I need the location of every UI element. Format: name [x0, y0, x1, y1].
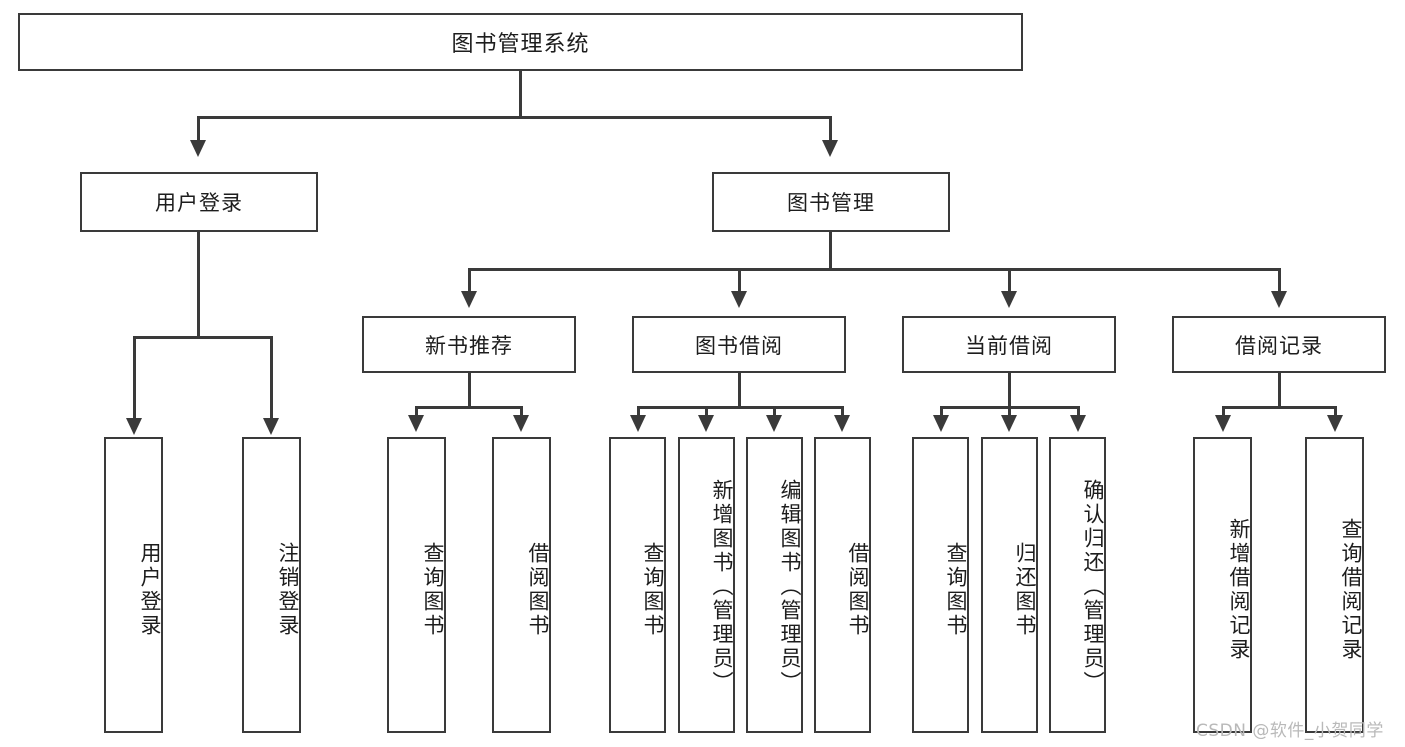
edge-book-mgmt-to-new-book: [468, 268, 471, 292]
node-current-borrow[interactable]: 当前借阅: [902, 316, 1116, 373]
arrow-user-login-to-login: [126, 418, 142, 435]
leaf-current-borrow-confirm[interactable]: 确认归还（管理员）: [1049, 437, 1106, 733]
node-label: 查询图书: [421, 542, 445, 638]
arrow-user-login-to-logout: [263, 418, 279, 435]
node-label: 借阅图书: [526, 542, 550, 638]
arrow-book-mgmt-to-current: [1001, 291, 1017, 308]
node-label: 图书管理系统: [451, 32, 590, 57]
node-label: 新书推荐: [425, 333, 513, 358]
arrow-book-borrow-to-add: [698, 415, 714, 432]
edge-book-borrow-to-edit: [773, 406, 776, 418]
node-label: 确认归还（管理员）: [1081, 479, 1105, 695]
edge-user-login-to-login: [133, 336, 136, 421]
edge-book-mgmt-stem: [829, 232, 832, 269]
arrow-borrow-record-to-query: [1327, 415, 1343, 432]
edge-current-borrow-to-query: [940, 406, 943, 418]
node-new-book-recommend[interactable]: 新书推荐: [362, 316, 576, 373]
edge-book-borrow-to-query: [637, 406, 640, 418]
arrow-book-mgmt-to-new-book: [461, 291, 477, 308]
leaf-current-borrow-return[interactable]: 归还图书: [981, 437, 1038, 733]
edge-book-mgmt-bus: [468, 268, 1280, 271]
arrow-current-borrow-to-return: [1001, 415, 1017, 432]
arrow-root-to-book-mgmt: [822, 140, 838, 157]
edge-new-book-to-borrow: [520, 406, 523, 418]
edge-book-mgmt-to-record: [1278, 268, 1281, 292]
node-label: 查询借阅记录: [1339, 518, 1363, 662]
edge-current-borrow-stem: [1008, 373, 1011, 407]
edge-user-login-bus: [133, 336, 272, 339]
leaf-borrow-record-add[interactable]: 新增借阅记录: [1193, 437, 1252, 733]
node-borrow-record[interactable]: 借阅记录: [1172, 316, 1386, 373]
edge-new-book-to-query: [415, 406, 418, 418]
arrow-book-borrow-to-query: [630, 415, 646, 432]
edge-borrow-record-to-add: [1222, 406, 1225, 418]
edge-root-stem: [519, 71, 522, 117]
edge-book-mgmt-to-borrow: [738, 268, 741, 292]
node-label: 图书借阅: [695, 333, 783, 358]
node-label: 借阅图书: [846, 542, 870, 638]
edge-root-to-book-mgmt: [829, 116, 832, 143]
edge-root-to-user-login: [197, 116, 200, 143]
arrow-current-borrow-to-confirm: [1070, 415, 1086, 432]
node-label: 借阅记录: [1235, 333, 1323, 358]
leaf-new-book-borrow[interactable]: 借阅图书: [492, 437, 551, 733]
watermark-text: CSDN @软件_小贺同学: [1196, 721, 1384, 741]
node-label: 新增图书（管理员）: [710, 479, 734, 695]
arrow-new-book-to-borrow: [513, 415, 529, 432]
edge-book-borrow-to-add: [705, 406, 708, 418]
node-label: 注销登录: [276, 542, 300, 638]
leaf-new-book-query[interactable]: 查询图书: [387, 437, 446, 733]
leaf-borrow-record-query[interactable]: 查询借阅记录: [1305, 437, 1364, 733]
edge-root-bus: [197, 116, 831, 119]
edge-borrow-record-stem: [1278, 373, 1281, 407]
node-label: 当前借阅: [965, 333, 1053, 358]
arrow-borrow-record-to-add: [1215, 415, 1231, 432]
node-user-login[interactable]: 用户登录: [80, 172, 318, 232]
edge-user-login-to-logout: [270, 336, 273, 421]
node-book-management[interactable]: 图书管理: [712, 172, 950, 232]
node-label: 用户登录: [138, 542, 162, 638]
node-root-system[interactable]: 图书管理系统: [18, 13, 1023, 71]
leaf-book-borrow-lend[interactable]: 借阅图书: [814, 437, 871, 733]
arrow-book-borrow-to-edit: [766, 415, 782, 432]
node-label: 图书管理: [787, 191, 875, 215]
node-label: 编辑图书（管理员）: [778, 479, 802, 695]
edge-new-book-stem: [468, 373, 471, 407]
edge-book-borrow-stem: [738, 373, 741, 407]
edge-current-borrow-to-confirm: [1077, 406, 1080, 418]
node-book-borrow[interactable]: 图书借阅: [632, 316, 846, 373]
node-label: 查询图书: [641, 542, 665, 638]
edge-current-borrow-to-return: [1008, 406, 1011, 418]
edge-book-borrow-to-lend: [841, 406, 844, 418]
leaf-current-borrow-query[interactable]: 查询图书: [912, 437, 969, 733]
arrow-book-borrow-to-lend: [834, 415, 850, 432]
leaf-logout-login[interactable]: 注销登录: [242, 437, 301, 733]
leaf-user-login[interactable]: 用户登录: [104, 437, 163, 733]
leaf-book-borrow-query[interactable]: 查询图书: [609, 437, 666, 733]
arrow-root-to-user-login: [190, 140, 206, 157]
arrow-book-mgmt-to-borrow: [731, 291, 747, 308]
edge-book-mgmt-to-current: [1008, 268, 1011, 292]
leaf-book-borrow-edit[interactable]: 编辑图书（管理员）: [746, 437, 803, 733]
node-label: 新增借阅记录: [1227, 518, 1251, 662]
edge-new-book-bus: [415, 406, 522, 409]
edge-user-login-stem: [197, 232, 200, 337]
node-label: 用户登录: [155, 191, 243, 215]
arrow-current-borrow-to-query: [933, 415, 949, 432]
arrow-new-book-to-query: [408, 415, 424, 432]
edge-borrow-record-bus: [1222, 406, 1335, 409]
leaf-book-borrow-add[interactable]: 新增图书（管理员）: [678, 437, 735, 733]
node-label: 查询图书: [944, 542, 968, 638]
edge-book-borrow-bus: [637, 406, 844, 409]
arrow-book-mgmt-to-record: [1271, 291, 1287, 308]
edge-borrow-record-to-query: [1334, 406, 1337, 418]
node-label: 归还图书: [1013, 542, 1037, 638]
